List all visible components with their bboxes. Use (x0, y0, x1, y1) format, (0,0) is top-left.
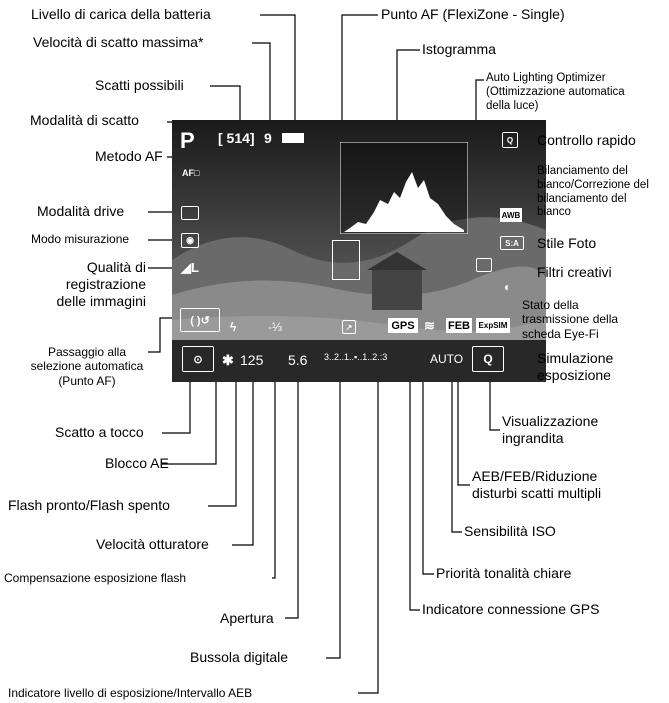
af-point-frame[interactable] (332, 240, 360, 280)
label-exposure-sim: Simulazione esposizione (537, 350, 614, 383)
battery-icon (282, 133, 304, 143)
af-method-icon: AF□ (182, 168, 200, 178)
label-shots-possible: Scatti possibili (95, 77, 184, 93)
label-af-point: Punto AF (FlexiZone - Single) (381, 6, 565, 22)
compass-icon: ↗ (342, 320, 356, 334)
leader-aelock (162, 362, 217, 465)
label-image-quality: Qualità di registrazione delle immagini (56, 259, 146, 309)
magnify-button[interactable]: Q (472, 346, 504, 372)
label-touch-shutter: Scatto a tocco (55, 424, 144, 440)
label-drive-mode: Modalità drive (37, 203, 125, 219)
label-aeb: AEB/FEB/Riduzione disturbi scatti multip… (472, 468, 602, 501)
camera-lcd: P [ 514] 9 AF□ ◉ ◢L ( )↺ Q AWB S:A ◐ ↗ G… (172, 120, 546, 382)
label-digital-compass: Bussola digitale (190, 649, 289, 665)
label-creative-filters: Filtri creativi (537, 264, 612, 280)
leader-burst (252, 42, 271, 127)
histogram-graph (340, 142, 468, 234)
expsim-indicator: ExpSIM (476, 318, 510, 333)
iso-value: AUTO (430, 352, 464, 366)
label-white-balance: Bilanciamento del bianco/Correzione del … (537, 165, 649, 219)
flash-comp-value: -⅓ (268, 320, 283, 334)
leader-histogram (396, 49, 420, 148)
max-burst-value: 9 (264, 130, 272, 146)
ae-lock-icon: ✱ (222, 352, 234, 368)
leader-fec (272, 356, 276, 579)
label-af-method: Metodo AF (95, 148, 163, 164)
flash-ready-icon: ϟ (230, 320, 237, 334)
bottom-info-bar: ⊙ ✱ 125 5.6 3..2..1..▪..1..2.:3 AUTO Q (172, 340, 546, 382)
label-flash-ready: Flash pronto/Flash spento (8, 497, 170, 513)
label-flash-exp-comp: Compensazione esposizione flash (4, 571, 187, 585)
label-exposure-level: Indicatore livello di esposizione/Interv… (8, 686, 253, 700)
label-max-burst: Velocità di scatto massima* (33, 34, 204, 50)
eyefi-icon: ≋ (424, 318, 435, 333)
aperture-value: 5.6 (288, 352, 308, 368)
label-eyefi: Stato della trasmissione della scheda Ey… (522, 298, 619, 341)
label-shooting-mode: Modalità di scatto (30, 112, 139, 128)
label-aperture: Apertura (220, 610, 274, 626)
touch-shutter-button[interactable]: ⊙ (182, 346, 214, 372)
awb-icon: AWB (500, 208, 522, 222)
leader-gps (409, 336, 420, 611)
leader-exposure (358, 362, 379, 694)
feb-indicator: FEB (446, 318, 472, 333)
metering-mode-icon: ◉ (181, 233, 199, 248)
leader-aeb (457, 336, 470, 486)
leader-compass (326, 340, 341, 659)
quick-control-button[interactable]: Q (502, 132, 518, 148)
leader-battery (260, 14, 296, 127)
label-alo: Auto Lighting Optimizer (Ottimizzazione … (486, 72, 625, 112)
label-shutter-speed: Velocità otturatore (96, 536, 209, 552)
alo-icon (476, 258, 492, 272)
image-quality-icon: ◢L (181, 260, 199, 275)
drive-mode-icon (181, 206, 199, 220)
label-iso: Sensibilità ISO (464, 523, 556, 539)
label-ae-lock: Blocco AE (105, 455, 169, 471)
label-battery-level: Livello di carica della batteria (31, 6, 211, 22)
leader-flash (208, 356, 237, 507)
exposure-scale: 3..2..1..▪..1..2.:3 (324, 352, 388, 362)
leader-highlight (422, 350, 434, 575)
picture-style-icon: S:A (500, 236, 524, 250)
creative-filter-icon: ◐ (504, 280, 512, 294)
label-gps: Indicatore connessione GPS (422, 601, 600, 617)
label-quick-control: Controllo rapido (537, 132, 636, 148)
auto-af-point-button[interactable]: ( )↺ (180, 308, 220, 332)
label-highlight-tone: Priorità tonalità chiare (436, 565, 572, 581)
label-histogram: Istogramma (422, 41, 496, 57)
label-metering-mode: Modo misurazione (31, 232, 130, 246)
leader-iso (451, 350, 462, 533)
leader-autoaf (148, 317, 178, 353)
leader-shots (210, 85, 241, 127)
label-auto-af-point: Passaggio alla selezione automatica (Pun… (30, 345, 144, 388)
shooting-mode-value: P (180, 128, 195, 153)
gps-indicator: GPS (388, 318, 418, 333)
shots-remaining-value: [ 514] (218, 130, 255, 146)
leader-touch (162, 372, 191, 434)
leader-aperture (285, 362, 299, 619)
label-picture-style: Stile Foto (537, 235, 597, 251)
label-magnify: Visualizzazione ingrandita (502, 413, 599, 446)
shutter-speed-value: 125 (240, 352, 264, 368)
leader-shutter (232, 362, 254, 546)
